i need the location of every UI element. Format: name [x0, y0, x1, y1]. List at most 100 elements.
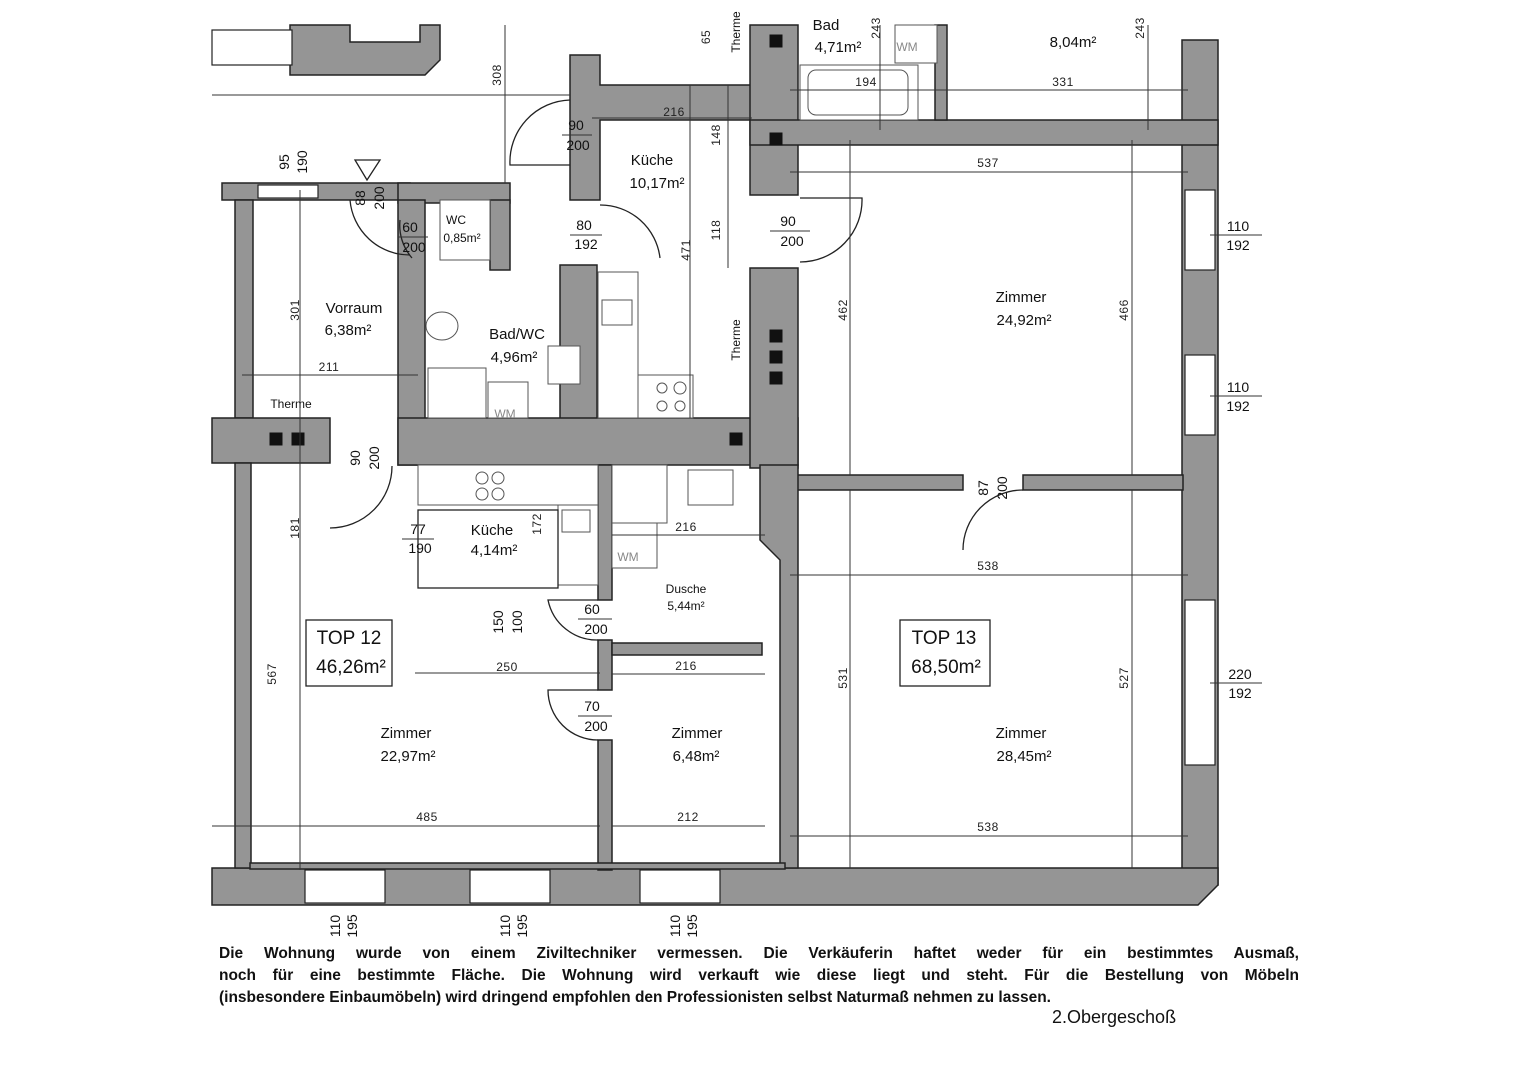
- room-name: Küche: [631, 152, 674, 169]
- dimension: 301: [288, 299, 302, 321]
- room-name: WC: [446, 213, 466, 227]
- disclaimer-line: (insbesondere Einbaumöbeln) wird dringen…: [219, 989, 1051, 1006]
- svg-text:110: 110: [497, 915, 513, 938]
- apartment-labels: TOP 12 46,26m² TOP 13 68,50m²: [305, 619, 991, 687]
- dimension: 538: [977, 820, 999, 834]
- dimension: 194: [855, 75, 877, 89]
- svg-text:200: 200: [566, 137, 590, 153]
- room-area: 6,48m²: [673, 748, 720, 765]
- svg-text:60: 60: [402, 219, 418, 235]
- floor-label: 2.Obergeschoß: [1052, 1007, 1177, 1027]
- disclaimer: Die Wohnung wurde von einem Ziviltechnik…: [219, 943, 1299, 1009]
- svg-text:110: 110: [1227, 218, 1250, 234]
- svg-text:192: 192: [1226, 237, 1250, 253]
- dimension: 527: [1117, 667, 1131, 689]
- svg-text:110: 110: [327, 915, 343, 938]
- room-name: Bad/WC: [489, 326, 545, 343]
- dimension: 538: [977, 559, 999, 573]
- svg-text:200: 200: [366, 446, 382, 470]
- dimension: 118: [709, 220, 723, 241]
- dimension: 531: [836, 667, 850, 689]
- dimension: 485: [416, 810, 438, 824]
- room-area: 22,97m²: [380, 748, 435, 765]
- dimension: 567: [265, 663, 279, 685]
- svg-text:60: 60: [584, 601, 600, 617]
- room-name: Bad: [813, 17, 840, 34]
- dimension-lines: [212, 25, 1262, 870]
- svg-text:88: 88: [352, 190, 368, 206]
- dimension: 331: [1052, 75, 1074, 89]
- disclaimer-line: Die Wohnung wurde von einem Ziviltechnik…: [219, 945, 1299, 962]
- wm-label: WM: [617, 550, 638, 564]
- room-area: 4,96m²: [491, 349, 538, 366]
- apartment-name: TOP 12: [317, 628, 382, 649]
- fixture-labels: Therme Therme Therme WM WM WM: [270, 11, 917, 564]
- svg-text:200: 200: [994, 476, 1010, 500]
- dimension: 537: [977, 156, 999, 170]
- svg-text:200: 200: [584, 621, 608, 637]
- room-area: 4,14m²: [471, 542, 518, 559]
- vertical-dimensions: 308 65 148 118 471 301 462 466 181 172 5…: [265, 17, 1147, 689]
- wm-label: WM: [896, 40, 917, 54]
- disclaimer-line: noch für eine bestimmte Fläche. Die Wohn…: [219, 967, 1299, 984]
- room-name: Zimmer: [996, 725, 1047, 742]
- svg-text:110: 110: [1227, 379, 1250, 395]
- room-area: 8,04m²: [1050, 34, 1097, 51]
- svg-text:195: 195: [684, 914, 700, 938]
- dimension: 462: [836, 299, 850, 321]
- top13-box: [899, 619, 991, 687]
- svg-text:192: 192: [574, 236, 598, 252]
- room-name: Dusche: [666, 582, 707, 596]
- dimension: 211: [319, 360, 340, 374]
- dimension: 250: [496, 660, 518, 674]
- svg-text:195: 195: [344, 914, 360, 938]
- room-name: Vorraum: [326, 300, 383, 317]
- room-name: Zimmer: [996, 289, 1047, 306]
- horizontal-dimensions: 216 194 331 537 211 216 538 250 216 485 …: [319, 75, 1074, 834]
- svg-text:77: 77: [410, 521, 426, 537]
- apartment-area: 68,50m²: [911, 657, 981, 678]
- room-name: Zimmer: [381, 725, 432, 742]
- dimension: 212: [677, 810, 699, 824]
- top12-box: [305, 619, 393, 687]
- dimension: 466: [1117, 299, 1131, 321]
- doors: [329, 99, 1024, 741]
- dimension: 181: [288, 517, 302, 539]
- dimension: 243: [869, 17, 883, 39]
- apartment-area: 46,26m²: [316, 657, 386, 678]
- svg-text:90: 90: [568, 117, 584, 133]
- svg-text:80: 80: [576, 217, 592, 233]
- apartment-name: TOP 13: [912, 628, 977, 649]
- svg-text:90: 90: [780, 213, 796, 229]
- svg-text:87: 87: [975, 480, 991, 496]
- dimension: 216: [675, 520, 697, 534]
- svg-text:90: 90: [347, 450, 363, 466]
- room-area: 5,44m²: [667, 599, 704, 613]
- room-name: Küche: [471, 522, 514, 539]
- room-area: 4,71m²: [815, 39, 862, 56]
- svg-text:200: 200: [780, 233, 804, 249]
- svg-text:200: 200: [371, 186, 387, 210]
- svg-text:190: 190: [294, 150, 310, 174]
- svg-text:150: 150: [490, 610, 506, 634]
- therme-label: Therme: [270, 397, 312, 411]
- svg-text:70: 70: [584, 698, 600, 714]
- fixtures: [417, 24, 938, 586]
